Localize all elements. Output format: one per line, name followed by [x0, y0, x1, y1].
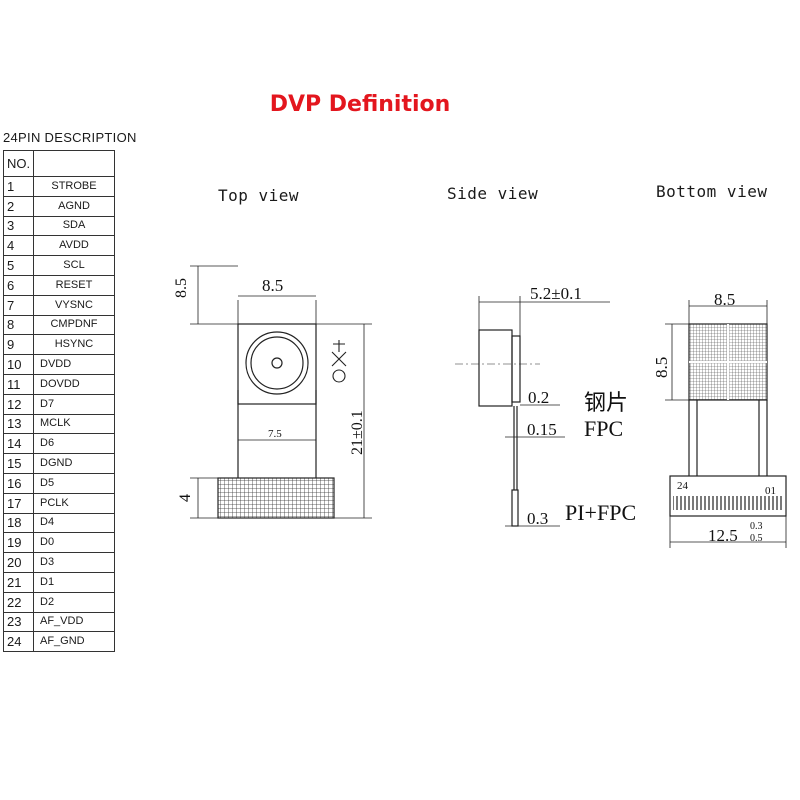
page-title: DVP Definition: [269, 92, 451, 117]
pin-table-header: NO.: [3, 150, 115, 177]
bottom-sensor-cross: [689, 324, 767, 400]
top-dim-connector: 4: [177, 494, 194, 502]
bottom-dim-height: 8.5: [652, 357, 671, 378]
side-dim-fpc: 0.15: [527, 420, 557, 439]
bottom-tol-plus: 0.3: [750, 521, 763, 532]
top-connector: [217, 477, 335, 519]
side-dim-pi: 0.3: [527, 509, 548, 528]
side-dim-depth: 5.2±0.1: [530, 284, 582, 303]
side-dim-steel: 0.2: [528, 388, 549, 407]
pin-number: 22: [3, 591, 34, 613]
side-view-label: Side view: [447, 184, 539, 203]
bottom-dim-connector: 12.5: [708, 526, 738, 545]
top-dim-total: 21±0.1: [349, 410, 366, 455]
bottom-dim-width: 8.5: [714, 290, 735, 309]
pin-table-caption: 24PIN DESCRIPTION: [3, 130, 137, 145]
side-label-fpc: FPC: [584, 416, 623, 441]
top-view-label: Top view: [218, 186, 300, 205]
bottom-connector: [669, 475, 787, 517]
pin-signal: CMPDNF: [33, 314, 115, 336]
pin-signal: DOVDD: [33, 373, 115, 395]
pin-signal: AF_GND: [33, 631, 115, 653]
top-dim-width: 8.5: [262, 276, 283, 295]
side-module-body: [478, 329, 513, 407]
bottom-tol-minus: 0.5: [750, 533, 763, 544]
bottom-view-label: Bottom view: [656, 182, 768, 201]
side-view: [455, 296, 610, 527]
bottom-connector-pins: [673, 496, 783, 510]
top-module-body: [237, 323, 317, 405]
side-fpc: [513, 406, 518, 490]
top-dim-height: 8.5: [173, 278, 190, 298]
bottom-fpc-neck: [688, 400, 768, 476]
orientation-icon: [331, 340, 347, 383]
pin-number: 10: [3, 354, 34, 375]
side-pi-fpc: [511, 489, 519, 527]
bottom-pin-first: 24: [677, 480, 689, 492]
side-steel-plate: [511, 335, 521, 403]
header-signal: [33, 150, 115, 177]
side-label-steel: 钢片: [584, 390, 628, 415]
lens-outer-ring: [245, 331, 309, 395]
bottom-pin-last: 01: [765, 485, 776, 497]
top-fpc-neck: [237, 404, 317, 478]
lens-inner-ring: [250, 336, 304, 390]
lens-center: [271, 357, 283, 369]
top-dim-fpc-width: 7.5: [268, 428, 282, 440]
pin-number: 13: [3, 413, 34, 435]
bottom-view: [665, 300, 787, 548]
side-label-pi: PI+FPC: [565, 500, 636, 525]
top-view: [190, 265, 372, 519]
pin-number: 18: [3, 512, 34, 534]
